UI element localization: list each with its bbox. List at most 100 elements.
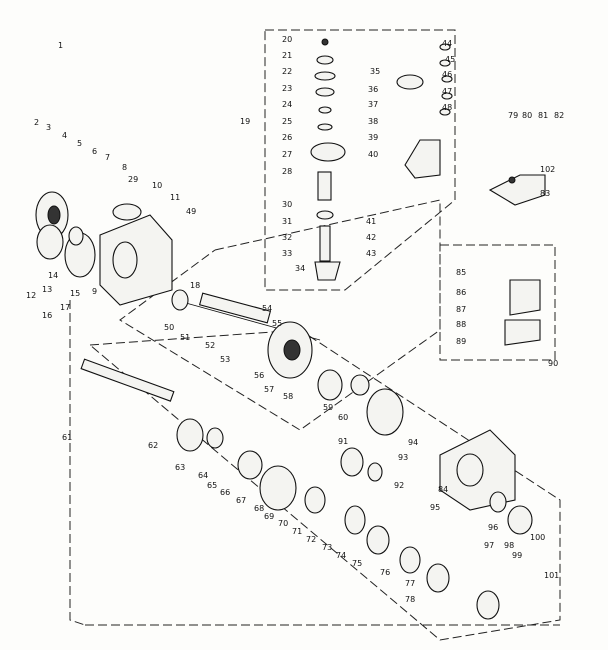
callout-label-25: 25 (282, 117, 292, 126)
callout-label-29: 29 (128, 175, 138, 184)
callout-label-93: 93 (398, 453, 408, 462)
small-washer-e-part (439, 108, 451, 116)
callout-label-40: 40 (368, 150, 378, 159)
callout-label-81: 81 (538, 111, 548, 120)
small-washer-a-part (439, 43, 451, 51)
bracket-box (439, 244, 556, 361)
callout-label-20: 20 (282, 35, 292, 44)
callout-label-97: 97 (484, 541, 494, 550)
callout-label-91: 91 (338, 437, 348, 446)
callout-label-28: 28 (282, 167, 292, 176)
callout-label-44: 44 (442, 39, 452, 48)
callout-label-51: 51 (180, 333, 190, 342)
callout-label-48: 48 (442, 103, 452, 112)
shaft-assembly-box (119, 199, 441, 431)
drum-part (259, 465, 297, 511)
bevel-gear-hub-part (283, 339, 301, 361)
callout-label-19: 19 (240, 117, 250, 126)
callout-label-49: 49 (186, 207, 196, 216)
callout-label-75: 75 (352, 559, 362, 568)
callout-label-89: 89 (456, 337, 466, 346)
callout-label-31: 31 (282, 217, 292, 226)
callout-label-46: 46 (442, 70, 452, 79)
upper-spindle-box (264, 29, 456, 291)
bearing-91-part (340, 447, 364, 477)
callout-label-71: 71 (292, 527, 302, 536)
callout-label-102: 102 (540, 165, 555, 174)
callout-label-101: 101 (544, 571, 559, 580)
callout-label-59: 59 (323, 403, 333, 412)
left-gear-part (36, 224, 64, 260)
callout-label-21: 21 (282, 51, 292, 60)
mid-bearing-part (171, 289, 189, 311)
lower-bearing-part (237, 450, 263, 480)
callout-label-61: 61 (62, 433, 72, 442)
spindle-bracket-part (314, 261, 341, 281)
callout-label-36: 36 (368, 85, 378, 94)
callout-label-42: 42 (366, 233, 376, 242)
right-housing-bore-part (456, 453, 484, 487)
spindle-screw-part (321, 38, 329, 46)
spindle-washer-1-part (316, 55, 334, 65)
callout-label-60: 60 (338, 413, 348, 422)
callout-label-30: 30 (282, 200, 292, 209)
callout-label-47: 47 (442, 87, 452, 96)
spindle-collar-part (316, 210, 334, 220)
callout-label-99: 99 (512, 551, 522, 560)
spindle-lower-shaft-part (319, 225, 331, 262)
pulley-part (396, 74, 424, 90)
disc-2-part (344, 505, 366, 535)
callout-label-22: 22 (282, 67, 292, 76)
callout-label-23: 23 (282, 84, 292, 93)
large-gear-part (366, 388, 404, 436)
callout-label-9: 9 (92, 287, 97, 296)
spur-gear-part (317, 369, 343, 401)
callout-label-7: 7 (105, 153, 110, 162)
callout-label-82: 82 (554, 111, 564, 120)
callout-label-100: 100 (530, 533, 545, 542)
linkage-part (488, 174, 546, 206)
small-washer-c-part (441, 75, 453, 83)
callout-label-43: 43 (366, 249, 376, 258)
callout-label-87: 87 (456, 305, 466, 314)
callout-label-18: 18 (190, 281, 200, 290)
spindle-washer-2-part (314, 71, 336, 81)
disc-3-part (366, 525, 390, 555)
callout-label-4: 4 (62, 131, 67, 140)
lower-sleeve-part (206, 427, 224, 449)
callout-label-56: 56 (254, 371, 264, 380)
callout-label-13: 13 (42, 285, 52, 294)
support-arm-part (404, 139, 441, 179)
callout-label-17: 17 (60, 303, 70, 312)
sleeve-part (350, 374, 370, 396)
lower-gear-box (89, 329, 561, 641)
spindle-washer-3-part (315, 87, 335, 97)
ring-part (68, 226, 84, 246)
callout-label-96: 96 (488, 523, 498, 532)
callout-label-80: 80 (522, 111, 532, 120)
callout-label-53: 53 (220, 355, 230, 364)
callout-label-64: 64 (198, 471, 208, 480)
spindle-shaft-part (317, 171, 332, 201)
small-washer-b-part (439, 59, 451, 67)
end-flange-part (476, 590, 500, 620)
callout-label-32: 32 (282, 233, 292, 242)
callout-label-14: 14 (48, 271, 58, 280)
callout-label-95: 95 (430, 503, 440, 512)
callout-label-41: 41 (366, 217, 376, 226)
callout-label-5: 5 (77, 139, 82, 148)
callout-labels: 1234567891011121314151617181920212223242… (26, 35, 564, 604)
callout-label-24: 24 (282, 100, 292, 109)
callout-label-52: 52 (205, 341, 215, 350)
callout-label-77: 77 (405, 579, 415, 588)
callout-label-88: 88 (456, 320, 466, 329)
right-seal-part (489, 491, 507, 513)
spindle-washer-4-part (318, 106, 332, 114)
mid-shaft-part (198, 292, 272, 324)
callout-label-27: 27 (282, 150, 292, 159)
callout-label-72: 72 (306, 535, 316, 544)
callout-label-8: 8 (122, 163, 127, 172)
callout-label-85: 85 (456, 268, 466, 277)
ring-92-part (367, 462, 383, 482)
